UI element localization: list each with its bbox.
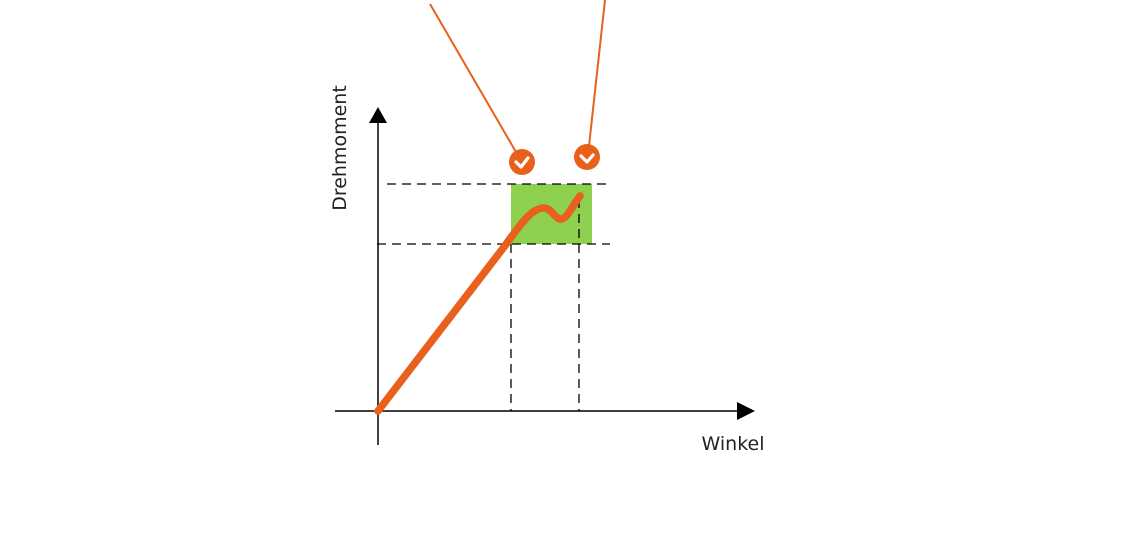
- right-callout-line: [588, 0, 606, 147]
- check-badge-icon: [574, 144, 600, 170]
- check-badge-icon: [509, 149, 535, 175]
- y-axis-arrow: [369, 107, 387, 123]
- x-axis-arrow: [737, 402, 755, 420]
- torque-curve: [374, 192, 584, 415]
- left-callout-line: [429, 3, 517, 153]
- y-axis-label: Drehmoment: [329, 85, 351, 211]
- x-axis-label: Winkel: [702, 433, 765, 455]
